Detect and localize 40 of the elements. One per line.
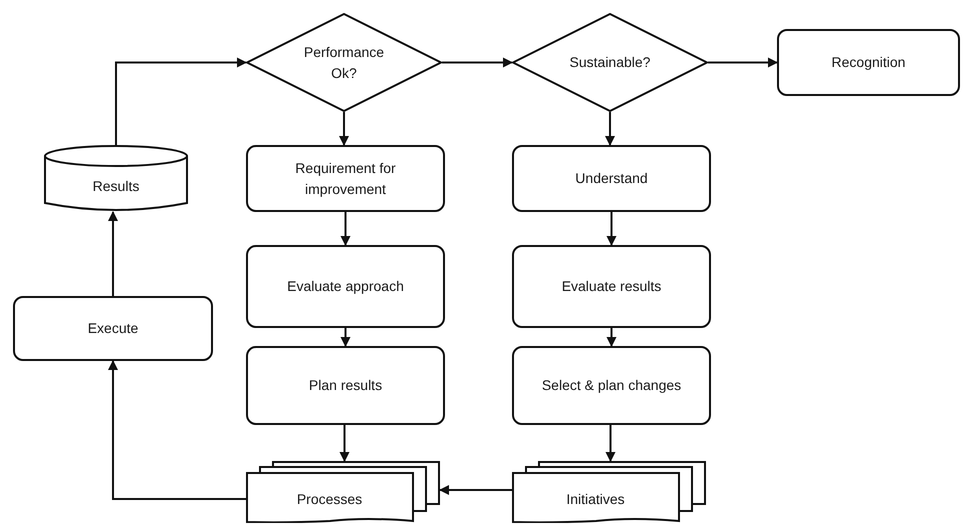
- node-label: Sustainable?: [568, 53, 652, 72]
- multi-document-shape: [246, 461, 440, 523]
- decision-diamond: [512, 13, 708, 112]
- arrow: [108, 360, 246, 500]
- arrow: [606, 212, 616, 246]
- node-label: Requirement for improvement: [294, 158, 397, 199]
- arrow: [340, 328, 350, 347]
- process-box: [13, 296, 213, 361]
- node-label: Performance Ok?: [302, 42, 386, 82]
- arrow: [108, 211, 118, 296]
- node-label: Plan results: [308, 376, 382, 395]
- decision-diamond: [246, 13, 442, 112]
- arrow: [708, 58, 778, 68]
- database-cylinder: [44, 145, 188, 212]
- arrow: [340, 212, 350, 246]
- node-label: Initiatives: [566, 490, 625, 508]
- arrow: [606, 425, 616, 462]
- arrow: [339, 112, 349, 146]
- multi-document-shape: [512, 461, 706, 523]
- arrow: [115, 58, 247, 145]
- node-label: Recognition: [832, 53, 906, 72]
- process-box: [777, 29, 960, 96]
- node-label: Select & plan changes: [542, 376, 682, 395]
- process-box: [246, 145, 445, 212]
- arrow: [442, 58, 513, 68]
- node-label: Understand: [575, 169, 648, 188]
- node-label: Evaluate approach: [287, 277, 404, 296]
- arrow: [605, 112, 615, 146]
- node-label: Execute: [88, 319, 138, 338]
- arrow: [439, 485, 512, 495]
- process-box: [512, 145, 711, 212]
- process-box: [246, 245, 445, 328]
- process-box: [246, 346, 445, 425]
- arrow: [340, 425, 350, 462]
- node-label: Results: [92, 177, 140, 196]
- process-box: [512, 245, 711, 328]
- node-label: Processes: [296, 490, 362, 508]
- arrow: [606, 328, 616, 347]
- process-box: [512, 346, 711, 425]
- node-label: Evaluate results: [562, 277, 662, 296]
